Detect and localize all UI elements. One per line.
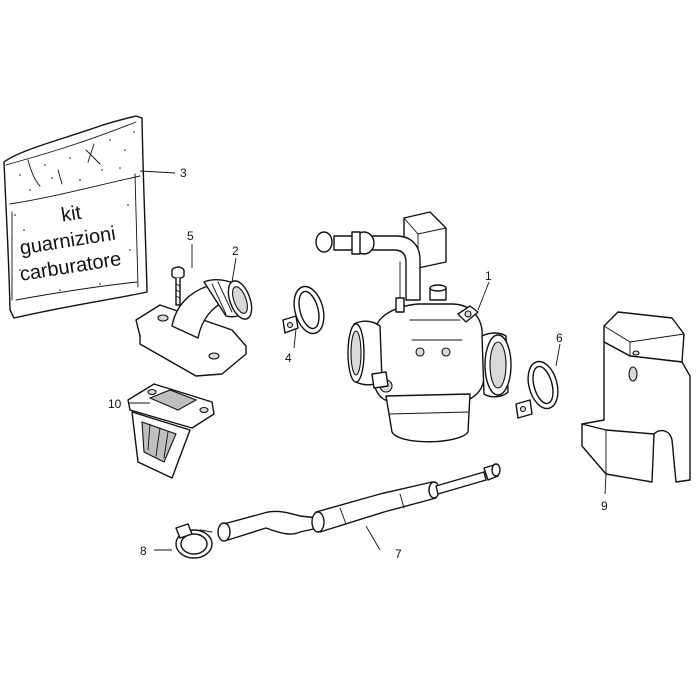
hose-clamp-right	[515, 360, 559, 419]
callout-9: 9	[601, 499, 608, 513]
leader-lines	[128, 170, 607, 551]
gasket-kit-bag: kit guarnizioni carburatore	[3, 115, 148, 319]
bag-speckles	[14, 131, 135, 291]
reed-valve	[127, 383, 215, 479]
callout-numbers: 1 2 3 4 5 6 7 8 9 10	[108, 166, 608, 561]
carburettor	[315, 211, 512, 443]
callout-1: 1	[485, 269, 492, 283]
callout-2: 2	[232, 244, 239, 258]
hose-clamp-left	[282, 285, 325, 335]
callout-10: 10	[108, 397, 122, 411]
callout-5: 5	[187, 229, 194, 243]
screw	[171, 266, 185, 306]
callout-6: 6	[556, 331, 563, 345]
heat-shield	[581, 311, 691, 483]
callout-3: 3	[180, 166, 187, 180]
callout-4: 4	[285, 351, 292, 365]
callout-7: 7	[395, 547, 402, 561]
small-hose-clamp	[175, 523, 213, 559]
bag-label-line1: kit	[60, 202, 84, 227]
intake-manifold	[135, 279, 253, 377]
callout-8: 8	[140, 544, 147, 558]
fuel-tube-with-filter	[217, 463, 501, 542]
